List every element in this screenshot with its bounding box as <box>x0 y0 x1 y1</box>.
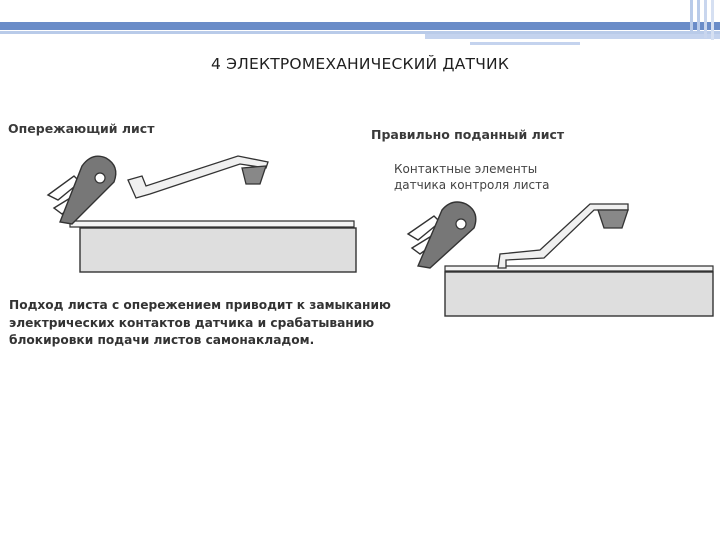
contact-arm-left <box>127 155 269 199</box>
accent-bar <box>0 22 720 30</box>
left-panel-caption: Подход листа с опережением приводит к за… <box>9 297 391 350</box>
caption-line: блокировки подачи листов самонакладом. <box>9 333 315 347</box>
accent-bar-right-short <box>470 42 580 45</box>
caption-line: Подход листа с опережением приводит к за… <box>9 298 391 312</box>
right-panel-heading: Правильно поданный лист <box>371 127 565 142</box>
header-decoration <box>0 0 720 45</box>
leading-sheet <box>69 220 355 228</box>
sensor-figure: Опережающий лист Правильно поданный лист… <box>0 100 720 370</box>
slide-title: 4 ЭЛЕКТРОМЕХАНИЧЕСКИЙ ДАТЧИК <box>210 55 510 73</box>
sheet-stack-left <box>79 227 357 273</box>
correct-sheet <box>444 265 714 272</box>
accent-bar-right <box>425 34 720 39</box>
note-line: Контактные элементы <box>394 162 538 176</box>
sensor-lever-left <box>46 155 117 225</box>
left-panel-heading: Опережающий лист <box>8 121 155 136</box>
sheet-stack-right <box>444 271 714 317</box>
contact-pad-right <box>597 209 629 229</box>
accent-bar-thin <box>0 31 720 34</box>
contact-pad-left <box>241 165 267 185</box>
note-line: датчика контроля листа <box>394 178 550 192</box>
sensor-illustration <box>46 155 714 317</box>
caption-line: электрических контактов датчика и срабат… <box>9 315 375 330</box>
contact-elements-note: Контактные элементы датчика контроля лис… <box>394 161 549 193</box>
sensor-lever-right <box>406 201 477 269</box>
